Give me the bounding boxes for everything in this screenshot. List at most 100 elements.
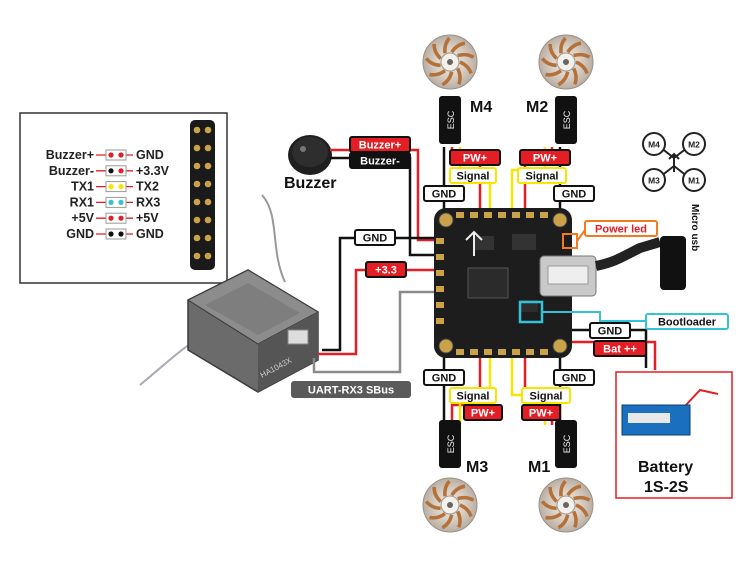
svg-text:GND: GND [562, 373, 587, 385]
battery-box: Battery 1S-2S [615, 371, 733, 499]
esc-module: ESC [439, 420, 461, 468]
svg-text:Buzzer+: Buzzer+ [359, 140, 402, 152]
pinout-right-label: GND [136, 227, 164, 241]
pw-tag-m3: PW+ [463, 404, 503, 421]
svg-text:Power led: Power led [595, 224, 647, 236]
gnd-tag-m2: GND [553, 185, 595, 202]
pw-tag-m2: PW+ [519, 149, 571, 166]
pinout-pin-box [105, 165, 127, 177]
callout-tags: PW+SignalGNDPW+SignalGNDGNDSignalPW+GNDS… [291, 136, 729, 421]
bootloader-leader [542, 311, 646, 322]
svg-text:Signal: Signal [456, 391, 489, 403]
battery-label-line2: 1S-2S [644, 479, 689, 496]
svg-text:Buzzer-: Buzzer- [360, 156, 400, 168]
pinout-pin [118, 184, 124, 190]
board-arrow-icon [465, 230, 483, 256]
receiver-antenna [261, 194, 286, 283]
pinout-pin [118, 215, 124, 221]
orientation-label-m4: M4 [648, 140, 660, 150]
pinout-pin [108, 168, 114, 174]
orientation-label-m3: M3 [648, 176, 660, 186]
header-pin [204, 162, 212, 170]
board-pad [526, 349, 534, 355]
m1-motor [538, 477, 594, 533]
gnd-tag-m4: GND [423, 185, 465, 202]
bootloader-tag: Bootloader [645, 313, 729, 330]
board-pad [498, 212, 506, 218]
board-pad [526, 212, 534, 218]
header-pin [193, 126, 201, 134]
pinout-left-label: Buzzer+ [46, 148, 94, 162]
svg-text:GND: GND [562, 189, 587, 201]
header-pin [204, 252, 212, 260]
pinout-right-label: +5V [136, 211, 159, 225]
signal-tag-m3: Signal [449, 387, 497, 404]
pinout-pin [108, 184, 114, 190]
receiver-3v3-wire [318, 268, 442, 356]
micro-usb-label: Micro usb [689, 204, 700, 251]
header-pin [204, 126, 212, 134]
header-pin [204, 216, 212, 224]
svg-text:Signal: Signal [529, 391, 562, 403]
receiver-gnd-tag: GND [354, 229, 396, 246]
svg-text:Signal: Signal [525, 171, 558, 183]
pinout-pin [118, 152, 124, 158]
pinout-pin-box [105, 212, 127, 224]
header-pin [193, 252, 201, 260]
battery-label-line1: Battery [638, 459, 693, 476]
board-pad [436, 270, 444, 276]
header-pin [193, 180, 201, 188]
m4-label: M4 [470, 99, 492, 116]
esc-module: ESC [555, 96, 577, 144]
buzzer-minus-tag: Buzzer- [349, 152, 411, 169]
header-pin [204, 198, 212, 206]
pinout-right-label: TX2 [136, 180, 159, 194]
signal-tag-m4: Signal [449, 167, 497, 184]
buzzer-label: Buzzer [284, 175, 336, 192]
m2-motor [538, 34, 594, 90]
usb-plug [660, 236, 686, 290]
header-pin [204, 144, 212, 152]
usb-cable [594, 237, 662, 271]
board-pad [470, 349, 478, 355]
board-pad [456, 212, 464, 218]
flight-controller-board: Micro usb [434, 204, 700, 358]
svg-text:UART-RX3 SBus: UART-RX3 SBus [308, 385, 394, 397]
pinout-pin [118, 231, 124, 237]
svg-text:GND: GND [598, 326, 623, 338]
pinout-right-label: +3.3V [136, 164, 170, 178]
power-led-leader [576, 229, 586, 242]
board-pad [436, 254, 444, 260]
pw-tag-m1: PW+ [521, 404, 561, 421]
esc-label: ESC [562, 434, 572, 453]
board-pad [498, 349, 506, 355]
board-pad [540, 349, 548, 355]
pinout-pin [108, 152, 114, 158]
pinout-pin-box [105, 196, 127, 208]
pinout-pin-box [105, 149, 127, 161]
receiver: HA1043X [139, 194, 320, 393]
esc-label: ESC [562, 110, 572, 129]
gnd-tag-m3: GND [423, 369, 465, 386]
pinout-pin-box [105, 181, 127, 193]
pinout-right-label: GND [136, 148, 164, 162]
board-pad [484, 212, 492, 218]
pinout-pin [118, 168, 124, 174]
svg-text:PW+: PW+ [529, 408, 553, 420]
header-pin [193, 216, 201, 224]
pw-tag-m4: PW+ [449, 149, 501, 166]
pinout-pin [118, 199, 124, 205]
svg-text:Bat ++: Bat ++ [603, 344, 637, 356]
orientation-label-m2: M2 [688, 140, 700, 150]
svg-text:GND: GND [363, 233, 388, 245]
header-pin [193, 198, 201, 206]
svg-text:+3.3: +3.3 [375, 265, 397, 277]
board-pad [512, 212, 520, 218]
buzzer: Buzzer [284, 135, 336, 192]
